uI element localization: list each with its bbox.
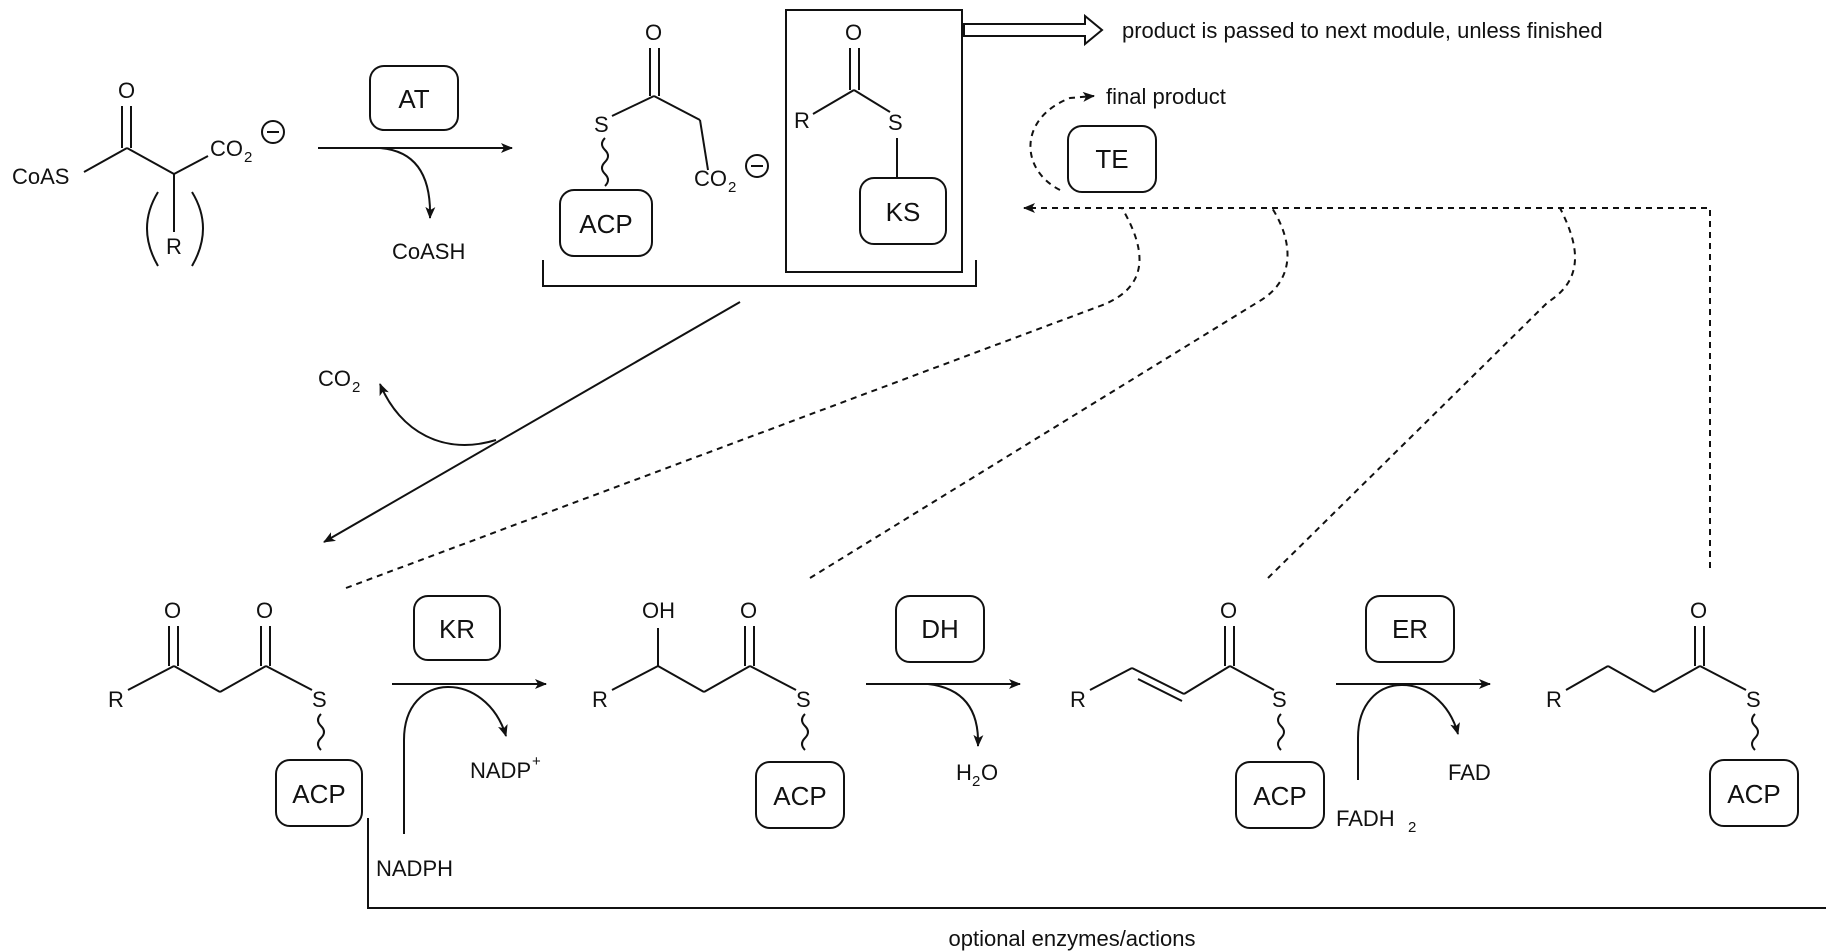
coas-label: CoAS [12,164,69,189]
ks-acyl-o: O [845,20,862,45]
acyl-r: R [1546,687,1562,712]
ks-acyl-s: S [888,110,903,135]
hydroxy-oh: OH [642,598,675,623]
keto-s: S [312,687,327,712]
kr-enzyme-box [413,595,501,661]
enoyl-acp: R O S ACP [1070,598,1325,829]
acyl-o: O [1690,598,1707,623]
te-enzyme-box [1067,125,1157,193]
beta-hydroxyacyl-acp: R OH O S ACP [592,598,845,829]
beta-ketoacyl-acp: R O O S ACP [108,598,363,827]
complex-co2: CO [694,166,727,191]
acp-label-1: ACP [292,779,345,809]
r-group: R [166,234,182,259]
nadph-label: NADPH [376,856,453,881]
acyl-s: S [1746,687,1761,712]
dh-enzyme-box [895,595,985,663]
fadh2-sub: 2 [1408,819,1416,836]
ks-label: KS [886,197,921,227]
condensation-arrow: CO 2 [318,301,741,543]
optional-note: optional enzymes/actions [948,926,1195,951]
hydroxy-o: O [740,598,757,623]
next-module-arrow: product is passed to next module, unless… [963,13,1603,47]
enoyl-r: R [1070,687,1086,712]
at-step: AT CoASH [318,65,513,264]
keto-o-2: O [256,598,273,623]
ks-acyl-r: R [794,108,810,133]
ks-module-frame [785,9,963,273]
dh-enzyme-label: DH [921,614,959,644]
next-module-note: product is passed to next module, unless… [1122,18,1603,43]
fad-label: FAD [1448,760,1491,785]
carbonyl-oxygen: O [118,78,135,103]
er-enzyme-label: ER [1392,614,1428,644]
acp-box-2 [755,761,845,829]
co2-sub: 2 [352,379,360,396]
complex-co2-sub: 2 [728,179,736,196]
hydroxy-r: R [592,687,608,712]
acp-label-3: ACP [1253,781,1306,811]
kr-enzyme-label: KR [439,614,475,644]
acp-box-3 [1235,761,1325,829]
ks-box [859,177,947,245]
kr-step: KR NADPH NADP + [376,595,547,881]
water-o: O [981,760,998,785]
er-enzyme-box [1365,595,1455,663]
intermediate-complex: S O CO 2 ACP O R S KS [542,9,977,287]
carboxylate-co: CO [210,136,243,161]
final-product-label: final product [1106,84,1226,109]
enoyl-s: S [1272,687,1287,712]
complex-o-1: O [645,20,662,45]
carboxylate-sub: 2 [244,149,252,166]
acp-box-4 [1709,759,1799,827]
acp-label-2: ACP [773,781,826,811]
coash-label: CoASH [392,239,465,264]
hydroxy-s: S [796,687,811,712]
at-enzyme-label: AT [398,84,429,114]
acp-label-4: ACP [1727,779,1780,809]
dh-step: DH H 2 O [866,595,1021,790]
nadp-charge: + [532,753,541,770]
acp-label-complex: ACP [579,209,632,239]
at-enzyme-box [369,65,459,131]
fadh2-label: FADH [1336,806,1395,831]
acyl-acp: R O S ACP [1546,598,1799,827]
acp-box-1 [275,759,363,827]
nadp-label: NADP [470,758,531,783]
enoyl-o: O [1220,598,1237,623]
te-step: final product TE [1029,84,1226,193]
keto-o-1: O [164,598,181,623]
water-sub: 2 [972,773,980,790]
water-h: H [956,760,972,785]
starting-material: CoAS O CO 2 R [12,78,285,267]
te-enzyme-label: TE [1095,144,1128,174]
er-step: ER FADH 2 FAD [1336,595,1491,836]
complex-s-1: S [594,112,609,137]
optional-bracket: optional enzymes/actions [367,818,1826,951]
co2-label: CO [318,366,351,391]
keto-r: R [108,687,124,712]
acp-box-complex [559,189,653,257]
return-paths [345,203,1711,589]
